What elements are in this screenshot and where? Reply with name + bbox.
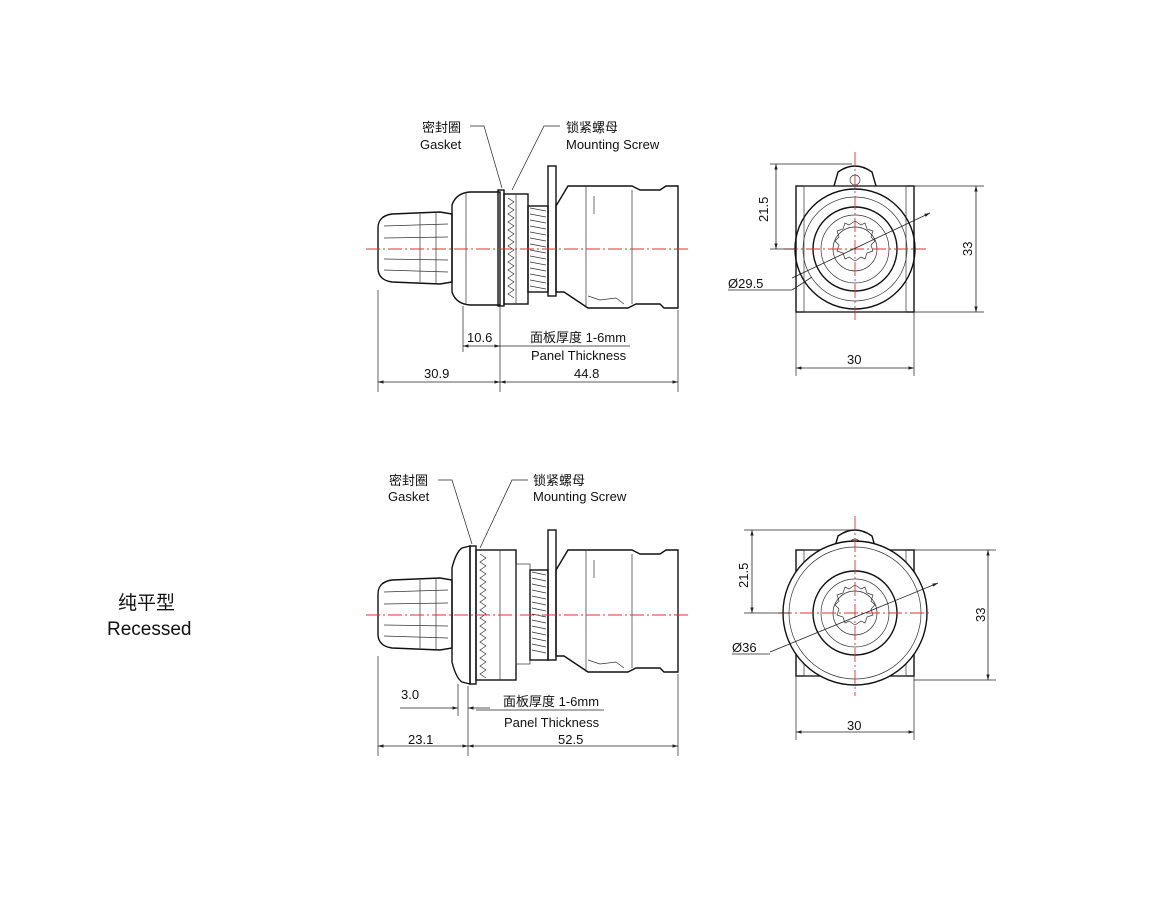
- recessed-gasket-en: Gasket: [388, 489, 430, 504]
- recessed-screw-cn: 锁紧螺母: [533, 473, 585, 488]
- standard-panel-en: Panel Thickness: [531, 348, 627, 363]
- standard-dim-front: 10.6: [467, 330, 492, 345]
- recessed-knob: [377, 577, 453, 651]
- standard-dim-diameter: Ø29.5: [728, 276, 763, 291]
- recessed-dim-height-top: 21.5: [736, 563, 751, 588]
- recessed-dim-height-total: 33: [973, 608, 988, 622]
- standard-dim-width: 30: [847, 352, 861, 367]
- standard-gasket-en: Gasket: [420, 137, 462, 152]
- recessed-dim-front: 3.0: [401, 687, 419, 702]
- recessed-side-view: [366, 529, 690, 685]
- recessed-screw-en: Mounting Screw: [533, 489, 627, 504]
- recessed-title-cn: 纯平型: [118, 592, 175, 614]
- recessed-front-annotations: 21.5 33 Ø36 30: [732, 529, 996, 740]
- recessed-side-annotations: 纯平型 Recessed 密封圈 Gasket 锁紧螺母 Mounting Sc…: [107, 473, 679, 756]
- recessed-title-en: Recessed: [107, 619, 192, 640]
- recessed-dim-diameter: Ø36: [732, 640, 757, 655]
- recessed-front-view: [778, 516, 932, 696]
- recessed-dim-width: 30: [847, 718, 861, 733]
- standard-front-annotations: 21.5 33 Ø29.5 30: [728, 163, 984, 376]
- standard-dim-right: 44.8: [574, 366, 599, 381]
- recessed-dim-left: 23.1: [408, 732, 433, 747]
- recessed-gasket-cn: 密封圈: [389, 473, 428, 488]
- standard-screw-cn: 锁紧螺母: [566, 120, 618, 135]
- standard-panel-cn: 面板厚度 1-6mm: [530, 330, 626, 345]
- standard-dim-height-total: 33: [960, 242, 975, 256]
- standard-dim-height-top: 21.5: [756, 197, 771, 222]
- standard-front-view: [784, 152, 926, 322]
- standard-side-view: [366, 165, 690, 309]
- standard-screw-en: Mounting Screw: [566, 137, 660, 152]
- standard-side-annotations: 密封圈 Gasket 锁紧螺母 Mounting Screw 10.6 面板厚度…: [377, 120, 679, 392]
- recessed-dim-right: 52.5: [558, 732, 583, 747]
- standard-dim-left: 30.9: [424, 366, 449, 381]
- recessed-panel-en: Panel Thickness: [504, 715, 600, 730]
- recessed-panel-cn: 面板厚度 1-6mm: [503, 694, 599, 709]
- standard-knob: [377, 211, 453, 285]
- standard-gasket-cn: 密封圈: [422, 120, 461, 135]
